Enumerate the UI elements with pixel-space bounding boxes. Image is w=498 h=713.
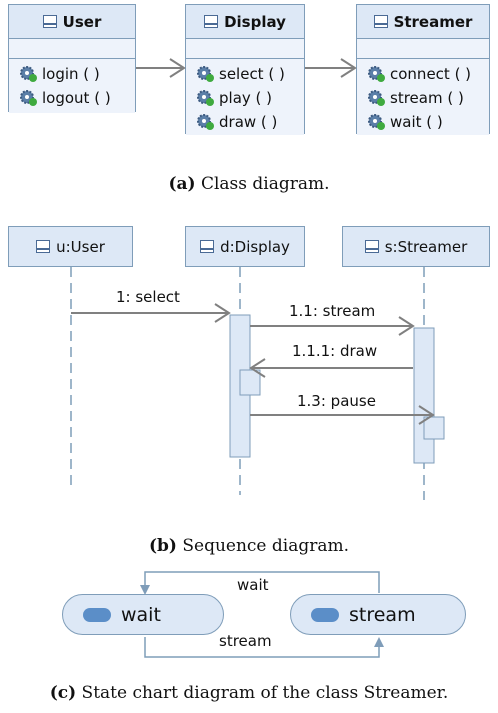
operation-gear-icon	[197, 114, 214, 130]
operation-name: play ( )	[219, 89, 272, 107]
message-select-arrowhead	[214, 303, 231, 323]
operation-gear-icon	[197, 66, 214, 82]
caption-sequence-diagram: (b) Sequence diagram.	[0, 536, 498, 556]
sequence-canvas	[70, 267, 445, 500]
class-icon	[42, 15, 57, 28]
operation-gear-icon	[197, 90, 214, 106]
caption-tag: (c)	[49, 683, 77, 703]
operation-logout: logout ( )	[19, 86, 135, 110]
class-header-streamer: Streamer	[357, 5, 489, 39]
transition-label-wait: wait	[237, 576, 269, 594]
operation-connect: connect ( )	[367, 62, 489, 86]
caption-text: State chart diagram of the class Streame…	[76, 683, 449, 703]
caption-text: Class diagram.	[195, 174, 330, 194]
transition-label-stream: stream	[219, 632, 272, 650]
operation-wait: wait ( )	[367, 110, 489, 134]
message-pause-arrowhead	[418, 405, 435, 425]
lifeline-icon	[36, 240, 51, 253]
operation-name: login ( )	[42, 65, 100, 83]
class-header-display: Display	[186, 5, 304, 39]
operation-stream: stream ( )	[367, 86, 489, 110]
lifeline-head-streamer[interactable]: s:Streamer	[342, 226, 490, 267]
lifeline-name: s:Streamer	[384, 237, 468, 256]
transition-stream-arrowhead	[374, 637, 384, 647]
operation-gear-icon	[20, 90, 37, 106]
class-name: User	[62, 12, 102, 31]
message-label-draw: 1.1.1: draw	[292, 342, 378, 360]
lifeline-head-user[interactable]: u:User	[8, 226, 133, 267]
class-name: Display	[224, 12, 286, 31]
state-wait[interactable]: wait	[62, 594, 224, 635]
lifeline-name: u:User	[56, 237, 105, 256]
operation-name: wait ( )	[390, 113, 443, 131]
state-stream[interactable]: stream	[290, 594, 466, 635]
lifeline-name: d:Display	[220, 237, 290, 256]
operation-select: select ( )	[196, 62, 304, 86]
message-label-select: 1: select	[116, 288, 180, 306]
operation-name: logout ( )	[42, 89, 111, 107]
class-box-display[interactable]: Display select ( ) play ( )	[185, 4, 305, 135]
class-arrows	[136, 58, 357, 78]
message-draw-arrowhead	[249, 358, 266, 378]
class-icon	[373, 15, 388, 28]
lifeline-icon	[364, 240, 379, 253]
class-icon	[204, 15, 219, 28]
arrowhead-user-display	[169, 58, 186, 78]
operation-name: stream ( )	[390, 89, 464, 107]
activation-display-nested	[239, 369, 261, 396]
message-label-stream: 1.1: stream	[289, 302, 376, 320]
caption-class-diagram: (a) Class diagram.	[0, 174, 498, 194]
class-operations: connect ( ) stream ( ) wait ( )	[357, 59, 489, 135]
operation-gear-icon	[368, 114, 385, 130]
message-label-pause: 1.3: pause	[297, 392, 376, 410]
operation-name: connect ( )	[390, 65, 472, 83]
caption-state-chart: (c) State chart diagram of the class Str…	[0, 683, 498, 703]
arrowhead-display-streamer	[340, 58, 357, 78]
class-attributes	[9, 39, 135, 59]
operation-play: play ( )	[196, 86, 304, 110]
state-icon	[83, 607, 111, 622]
operation-gear-icon	[368, 90, 385, 106]
transition-wait-path	[144, 571, 380, 593]
class-operations: login ( ) logout ( )	[9, 59, 135, 113]
transition-stream-path	[144, 637, 380, 658]
operation-login: login ( )	[19, 62, 135, 86]
activation-streamer-nested	[423, 416, 445, 440]
message-stream-arrowhead	[398, 316, 415, 336]
class-attributes	[357, 39, 489, 59]
operation-gear-icon	[20, 66, 37, 82]
lifeline-head-display[interactable]: d:Display	[185, 226, 305, 267]
class-operations: select ( ) play ( ) draw ( )	[186, 59, 304, 135]
state-icon	[311, 607, 339, 622]
operation-name: draw ( )	[219, 113, 278, 131]
class-attributes	[186, 39, 304, 59]
caption-tag: (a)	[168, 174, 196, 194]
caption-text: Sequence diagram.	[176, 536, 350, 556]
class-header-user: User	[9, 5, 135, 39]
state-name: wait	[121, 603, 161, 626]
class-box-streamer[interactable]: Streamer connect ( ) stream ( )	[356, 4, 490, 135]
lifeline-icon	[200, 240, 215, 253]
operation-draw: draw ( )	[196, 110, 304, 134]
operation-gear-icon	[368, 66, 385, 82]
caption-tag: (b)	[148, 536, 177, 556]
operation-name: select ( )	[219, 65, 285, 83]
class-name: Streamer	[393, 12, 473, 31]
transition-wait-arrowhead	[140, 585, 150, 595]
class-box-user[interactable]: User login ( ) logout ( )	[8, 4, 136, 113]
state-name: stream	[349, 603, 416, 626]
